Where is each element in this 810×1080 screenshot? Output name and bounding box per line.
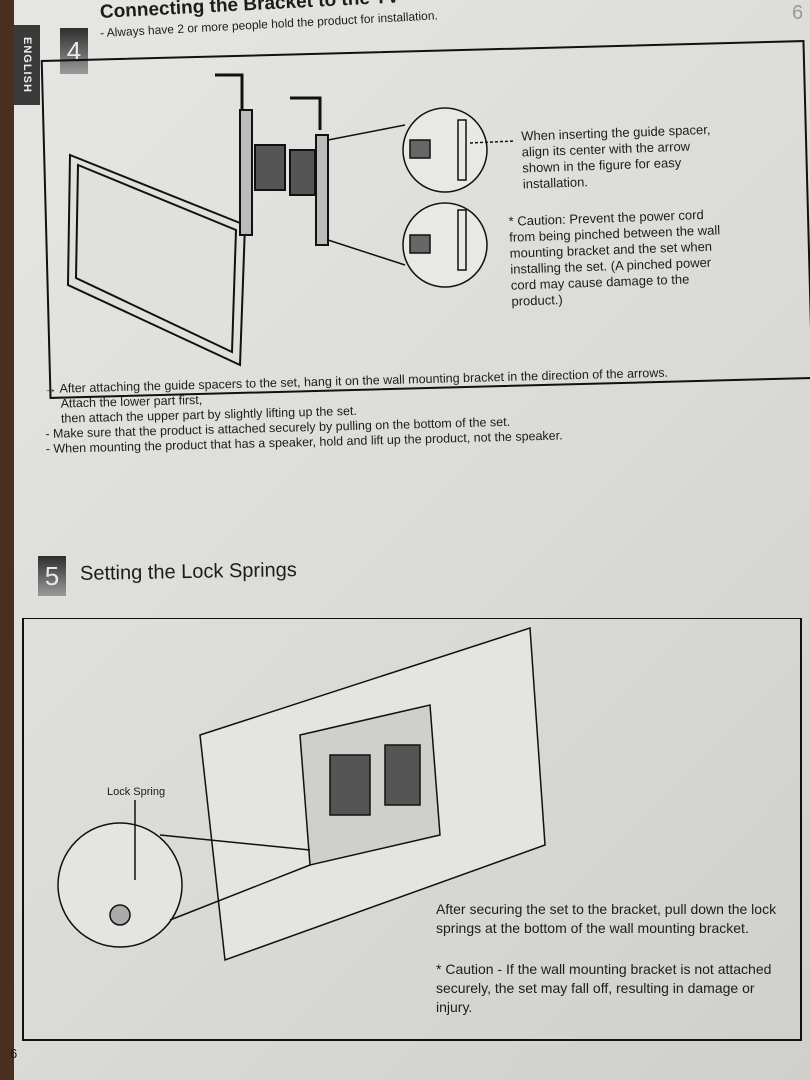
- lock-spring-instruction: After securing the set to the bracket, p…: [436, 901, 777, 936]
- detail-circles: [327, 107, 516, 288]
- section-5-title: Setting the Lock Springs: [79, 559, 297, 585]
- step-4-number: 4: [60, 28, 88, 74]
- lock-spring-caution: * Caution - If the wall mounting bracket…: [436, 961, 772, 1015]
- lock-spring-label: Lock Spring: [107, 786, 166, 798]
- arrow-icons: [215, 73, 322, 130]
- step-5-number: 5: [38, 556, 66, 596]
- callout-guide-spacer: When inserting the guide spacer, align i…: [520, 121, 711, 192]
- next-page-number: 6: [792, 2, 804, 24]
- page-number: 6: [10, 1046, 18, 1061]
- tv-side-view: [66, 153, 247, 367]
- lock-spring-figure: [57, 626, 546, 962]
- language-tab: ENGLISH: [14, 25, 40, 105]
- callout-power-cord-caution: * Caution: Prevent the power cord from b…: [508, 206, 721, 309]
- table-surface: [0, 0, 14, 1080]
- wall-bracket: [239, 109, 329, 246]
- figure-5-frame: [22, 618, 802, 1041]
